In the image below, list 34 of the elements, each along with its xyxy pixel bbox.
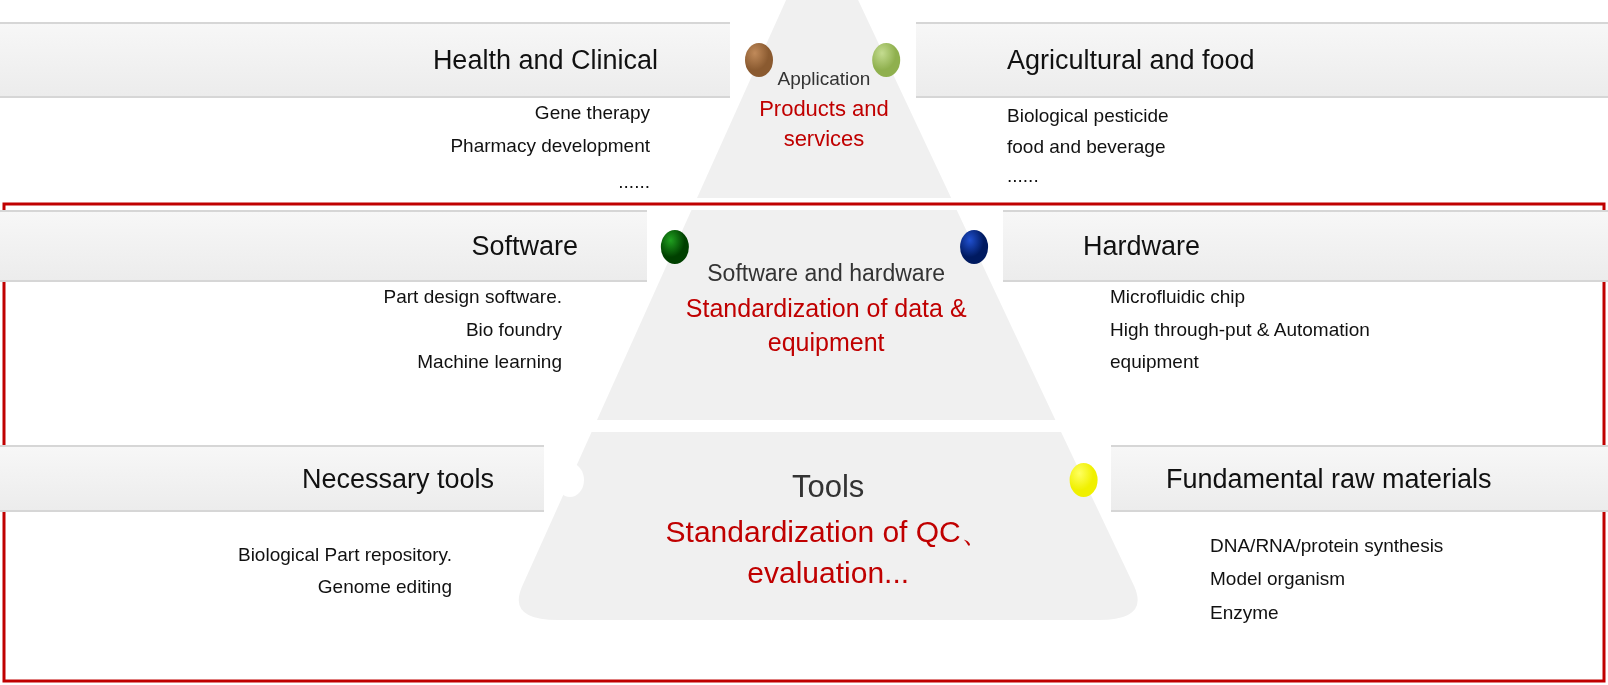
list-item: Biological Part repository.	[236, 543, 452, 567]
category-band	[0, 210, 648, 282]
tier-subtitle: Standardization of QC、 evaluation...	[664, 514, 992, 591]
category-band	[1002, 210, 1608, 282]
list-item: DNA/RNA/protein synthesis	[1210, 534, 1445, 558]
tier-title: Tools	[791, 468, 866, 506]
list-item: Machine learning	[416, 350, 562, 374]
category-band	[0, 445, 544, 512]
list-item: High through-put & Automation equipment	[1110, 318, 1371, 374]
tier-subtitle: Products and services	[758, 95, 890, 153]
list-item: ......	[1007, 164, 1040, 188]
list-item: Part design software.	[382, 285, 562, 309]
list-item: Genome editing	[316, 575, 452, 599]
category-heading: Hardware	[1083, 230, 1201, 262]
category-band	[1110, 445, 1608, 512]
list-item: Microfluidic chip	[1110, 285, 1247, 309]
list-item: Bio foundry	[464, 318, 562, 342]
list-item: Model organism	[1210, 567, 1347, 591]
category-heading: Fundamental raw materials	[1166, 463, 1492, 494]
tier-title: Application	[776, 67, 872, 91]
list-item: Pharmacy development	[449, 134, 650, 158]
category-heading: Health and Clinical	[432, 44, 658, 76]
list-item: ......	[617, 170, 650, 194]
tier-subtitle: Standardization of data & equipment	[684, 293, 968, 358]
list-item: food and beverage	[1007, 135, 1167, 159]
list-item: Enzyme	[1210, 601, 1280, 625]
category-heading: Agricultural and food	[1007, 44, 1255, 76]
tier-title: Software and hardware	[706, 259, 947, 288]
category-heading: Software	[471, 230, 578, 262]
list-item: Gene therapy	[533, 101, 650, 125]
category-band	[916, 22, 1608, 98]
category-heading: Necessary tools	[301, 463, 494, 494]
category-band	[0, 22, 730, 98]
list-item: Biological pesticide	[1007, 104, 1170, 128]
